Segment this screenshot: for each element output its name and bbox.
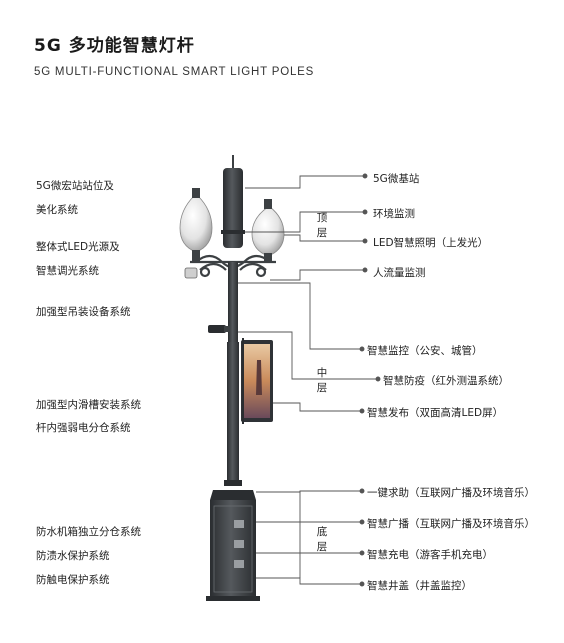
leader-lines	[238, 173, 381, 587]
left-label-shock-protect: 防触电保护系统	[36, 574, 110, 586]
left-label-slide-rail: 加强型内滑槽安装系统	[36, 399, 141, 411]
upper-pole	[228, 262, 238, 342]
right-label-people-flow: 人流量监测	[373, 267, 426, 279]
left-label-5g-station: 5G微宏站站位及	[36, 180, 114, 192]
5g-microstation-cylinder	[221, 155, 245, 248]
layer-bottom: 底层	[316, 526, 328, 553]
right-globe-lamp	[251, 199, 285, 263]
people-flow-sensor	[184, 267, 198, 279]
page-title: 5G 多功能智慧灯杆	[34, 36, 195, 56]
right-label-publish: 智慧发布（双面高清LED屏）	[367, 407, 504, 419]
camera-icon	[208, 325, 230, 333]
left-globe-lamp	[179, 188, 213, 262]
right-label-manhole: 智慧井盖（井盖监控）	[367, 580, 472, 592]
base-cabinet	[206, 490, 260, 601]
left-label-waterproof-box: 防水机箱独立分仓系统	[36, 526, 141, 538]
right-label-charging: 智慧充电（游客手机充电）	[367, 549, 493, 561]
right-label-epidemic: 智慧防疫（红外测温系统）	[383, 375, 509, 387]
layer-middle: 中层	[316, 367, 328, 394]
middle-pole	[227, 342, 239, 482]
left-label-hoisting: 加强型吊装设备系统	[36, 306, 131, 318]
led-screen	[241, 338, 273, 424]
right-label-help: 一键求助（互联网广播及环境音乐）	[367, 487, 535, 499]
left-label-power-split: 杆内强弱电分仓系统	[36, 422, 131, 434]
right-label-led-lighting: LED智慧照明（上发光）	[373, 237, 489, 249]
right-label-surveillance: 智慧监控（公安、城管）	[367, 345, 483, 357]
left-label-dimming: 智慧调光系统	[36, 265, 99, 277]
right-label-env-monitor: 环境监测	[373, 208, 415, 220]
layer-top: 顶层	[316, 212, 328, 239]
right-label-broadcast: 智慧广播（互联网广播及环境音乐）	[367, 518, 535, 530]
page-subtitle: 5G MULTI-FUNCTIONAL SMART LIGHT POLES	[34, 66, 315, 78]
left-label-water-protect: 防渍水保护系统	[36, 550, 110, 562]
right-label-5g-microstation: 5G微基站	[373, 173, 420, 185]
left-label-led-source: 整体式LED光源及	[36, 241, 120, 253]
pole-collar	[224, 480, 242, 486]
left-label-beautify: 美化系统	[36, 204, 78, 216]
